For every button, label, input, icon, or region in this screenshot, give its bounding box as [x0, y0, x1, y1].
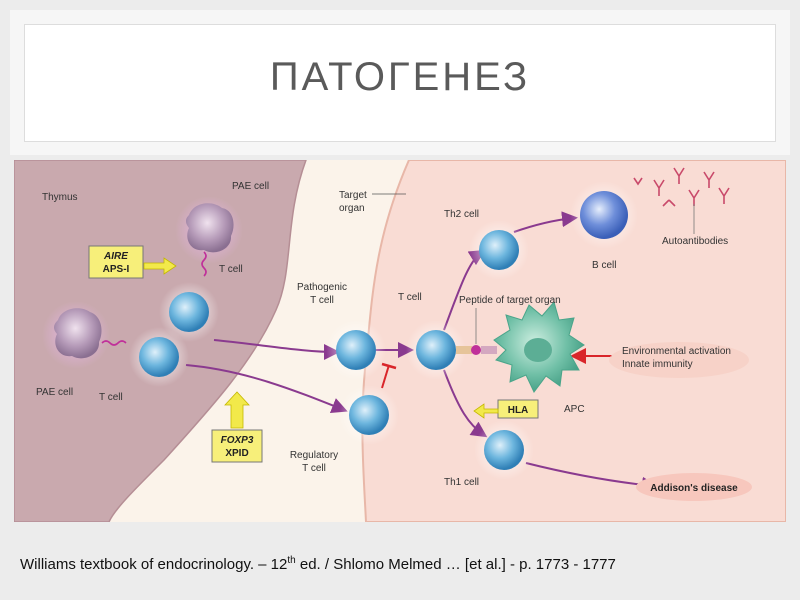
citation: Williams textbook of endocrinology. – 12…: [20, 555, 790, 573]
pae-cell-top-label: PAE cell: [232, 181, 269, 192]
regulatory-t-cell: [349, 395, 389, 435]
th2-cell: [479, 230, 519, 270]
regulatory-label-2: T cell: [302, 463, 326, 474]
pathogenic-t-cell: [336, 330, 376, 370]
foxp3-arrow: [224, 391, 250, 429]
pae-tcell-contact-left: [101, 340, 127, 346]
arrow-to-th1: [443, 369, 488, 438]
xpid-label: XPID: [225, 448, 248, 459]
addisons-glow: [636, 473, 752, 501]
pae-cell-left: [54, 308, 102, 359]
inhibition-bar: [381, 362, 397, 370]
hla-molecule: [481, 346, 497, 354]
target-t-cell-label: T cell: [398, 292, 422, 303]
peptide-icon: [471, 345, 481, 355]
th1-label: Th1 cell: [444, 477, 479, 488]
hla-arrow: [473, 403, 499, 419]
thymus-label: Thymus: [42, 192, 78, 203]
aire-arrow: [143, 257, 177, 275]
pathogenic-label-1: Pathogenic: [297, 282, 347, 293]
addisons-label: Addison's disease: [650, 483, 738, 494]
page-title: ПАТОГЕНЕЗ: [269, 55, 531, 99]
citation-prefix: Williams textbook of endocrinology. – 12: [20, 556, 288, 573]
arrow-to-regulatory: [185, 364, 348, 413]
autoantibodies-label: Autoantibodies: [662, 236, 728, 247]
citation-suffix: ed. / Shlomo Melmed … [et al.] - p. 1773…: [295, 556, 616, 573]
target-label-1: Target: [339, 190, 367, 201]
environmental-label-2: Innate immunity: [622, 359, 693, 370]
arrow-to-pathogenic: [213, 339, 340, 360]
pathogenic-label-2: T cell: [310, 295, 334, 306]
pae-cell-left-label: PAE cell: [36, 387, 73, 398]
inhibition-line: [381, 364, 390, 389]
apc-nucleus: [524, 338, 552, 362]
b-cell: [580, 191, 628, 239]
target-label-2: organ: [339, 203, 365, 214]
apc-label: APC: [564, 404, 585, 415]
th1-cell: [484, 430, 524, 470]
aire-box: [88, 245, 144, 279]
t-cell-lower: [139, 337, 179, 377]
aps1-label: APS-I: [103, 264, 130, 275]
foxp3-box: [211, 429, 263, 463]
pathogenesis-diagram: AIRE APS-I FOXP3 XPID HLA Addison's dise…: [14, 160, 786, 522]
title-box: ПАТОГЕНЕЗ: [24, 24, 776, 142]
foxp3-label: FOXP3: [221, 435, 254, 446]
t-cell-lower-label: T cell: [99, 392, 123, 403]
regulatory-label-1: Regulatory: [290, 450, 338, 461]
pae-tcell-contact-top: [201, 251, 207, 277]
citation-sup: th: [287, 555, 296, 566]
pae-cell-top: [185, 203, 234, 253]
environmental-label-1: Environmental activation: [622, 346, 731, 357]
target-t-cell: [416, 330, 456, 370]
aire-label: AIRE: [103, 251, 128, 262]
autoantibodies-icon: [633, 167, 730, 207]
peptide-label: Peptide of target organ: [459, 295, 561, 306]
hla-label: HLA: [508, 405, 529, 416]
tcr-receptor: [456, 346, 472, 354]
environment-glow: [609, 342, 749, 378]
th2-label: Th2 cell: [444, 209, 479, 220]
t-cell-upper: [169, 292, 209, 332]
b-cell-label: B cell: [592, 260, 616, 271]
t-cell-upper-label: T cell: [219, 264, 243, 275]
